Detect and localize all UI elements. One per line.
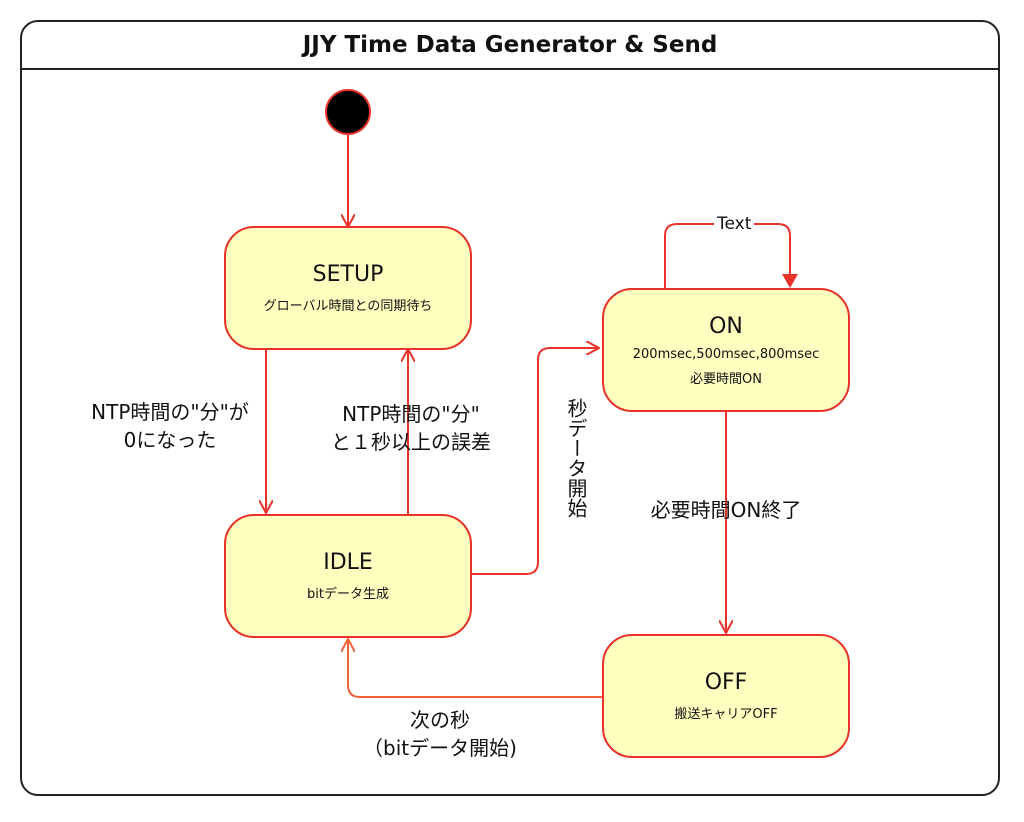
- label-idle-to-on: 秒データ開始: [564, 398, 588, 518]
- label-setup-to-idle-line1: NTP時間の"分"が: [91, 400, 249, 424]
- state-on-desc-2: 必要時間ON: [690, 371, 762, 387]
- state-off: OFF 搬送キャリアOFF: [602, 634, 850, 758]
- label-off-to-idle-line2: （bitデータ開始): [363, 736, 517, 760]
- title-bar: JJY Time Data Generator & Send: [22, 22, 998, 70]
- arrow-off-to-idle: [348, 640, 602, 698]
- state-setup: SETUP グローバル時間との同期待ち: [224, 226, 472, 350]
- label-idle-to-setup: NTP時間の"分" と１秒以上の誤差: [306, 400, 516, 456]
- label-idle-to-setup-line2: と１秒以上の誤差: [331, 430, 491, 454]
- label-idle-to-setup-line1: NTP時間の"分": [342, 402, 480, 426]
- state-setup-desc: グローバル時間との同期待ち: [263, 299, 433, 314]
- state-setup-name: SETUP: [312, 262, 384, 287]
- state-idle: IDLE bitデータ生成: [224, 514, 472, 638]
- arrow-idle-to-on: [470, 348, 598, 575]
- state-off-desc: 搬送キャリアOFF: [674, 707, 778, 722]
- label-setup-to-idle-line2: 0になった: [123, 428, 217, 452]
- state-off-name: OFF: [704, 670, 748, 695]
- label-setup-to-idle: NTP時間の"分"が 0になった: [70, 398, 270, 454]
- initial-node: [325, 89, 371, 135]
- state-idle-desc: bitデータ生成: [307, 587, 389, 602]
- diagram-frame: JJY Time Data Generator & Send: [20, 20, 1000, 796]
- state-idle-name: IDLE: [323, 550, 373, 575]
- state-on-desc-1: 200msec,500msec,800msec: [632, 346, 820, 362]
- state-on-name: ON: [709, 313, 743, 339]
- label-on-self-loop: Text: [714, 210, 755, 238]
- label-off-to-idle: 次の秒 （bitデータ開始): [340, 706, 540, 762]
- diagram-title: JJY Time Data Generator & Send: [302, 32, 718, 58]
- label-off-to-idle-line1: 次の秒: [410, 708, 470, 732]
- state-on: ON 200msec,500msec,800msec 必要時間ON: [602, 288, 850, 412]
- label-on-to-off: 必要時間ON終了: [650, 498, 802, 522]
